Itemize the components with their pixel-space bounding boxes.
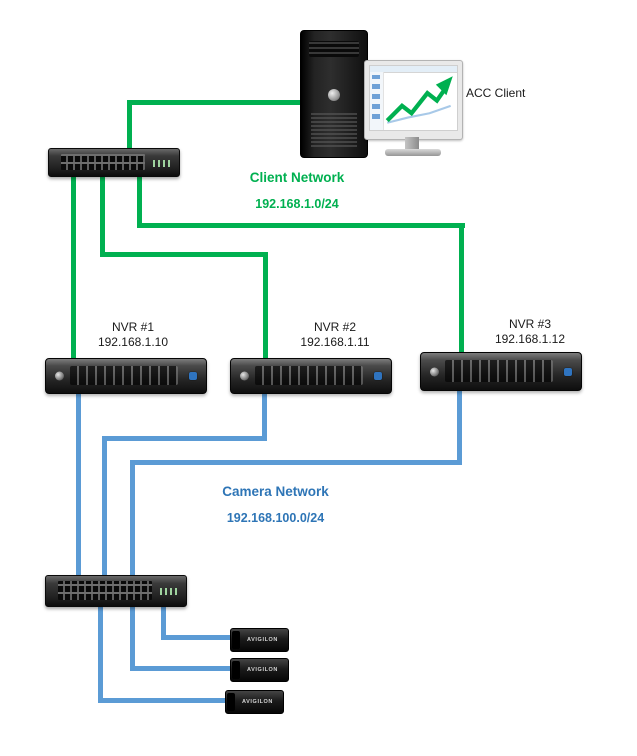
acc-client-label: ACC Client xyxy=(466,86,526,100)
trend-chart xyxy=(385,76,453,124)
nvr3-server xyxy=(420,352,582,391)
connection-switch-to-pc-vertical xyxy=(127,100,132,153)
arrowhead xyxy=(435,76,453,96)
server-vents xyxy=(255,366,363,385)
nvr1-server xyxy=(45,358,207,394)
nvr2-ip: 192.168.1.11 xyxy=(300,335,370,349)
connection-nvr3-to-camswitch-v2 xyxy=(130,460,135,580)
connection-nvr2-to-camswitch-h xyxy=(102,436,267,441)
nvr1-label: NVR #1 192.168.1.10 xyxy=(68,320,198,350)
switch-leds xyxy=(160,588,178,595)
camera-lens-cap xyxy=(232,631,240,649)
camera-lens-cap xyxy=(227,693,235,711)
camera-brand-label: AVIGILON xyxy=(247,667,278,673)
connection-camswitch-to-camera2-v xyxy=(130,598,135,671)
connection-nvr2-to-camswitch-v1 xyxy=(262,388,267,441)
switch-ports xyxy=(61,154,145,170)
camera-3: AVIGILON xyxy=(225,690,284,714)
nvr1-ip: 192.168.1.10 xyxy=(97,335,169,349)
monitor-screen xyxy=(369,65,458,131)
sidebar-icons xyxy=(372,75,380,119)
tower-logo-badge xyxy=(328,89,340,101)
connection-switch-to-pc-horizontal xyxy=(127,100,305,105)
monitor-stand-base xyxy=(385,149,441,156)
power-button xyxy=(430,367,439,376)
app-titlebar xyxy=(370,66,457,73)
nvr3-label: NVR #3 192.168.1.12 xyxy=(465,317,595,347)
connection-switch-to-nvr1 xyxy=(71,170,76,362)
connection-camswitch-to-camera3-v xyxy=(98,598,103,703)
connection-nvr3-to-camswitch-v1 xyxy=(457,385,462,465)
trend-line xyxy=(385,88,447,123)
power-button xyxy=(240,371,249,381)
client-network-title: Client Network xyxy=(249,170,345,185)
camera-2: AVIGILON xyxy=(230,658,289,682)
connection-switch-to-nvr3-h xyxy=(137,223,465,228)
connection-switch-to-nvr3-v2 xyxy=(459,223,464,356)
app-sidebar xyxy=(370,72,384,130)
client-network-subnet: 192.168.1.0/24 xyxy=(255,197,339,211)
nvr3-ip: 192.168.1.12 xyxy=(494,332,566,346)
connection-switch-to-nvr3-v1 xyxy=(137,170,142,228)
camera-1: AVIGILON xyxy=(230,628,289,652)
connection-camswitch-to-camera1-h xyxy=(161,635,233,640)
connection-camswitch-to-camera2-h xyxy=(130,666,233,671)
monitor-stand-neck xyxy=(405,137,419,150)
camera-network-switch xyxy=(45,575,187,607)
nvr1-name: NVR #1 xyxy=(111,320,155,334)
acc-client-monitor xyxy=(364,60,463,140)
connection-nvr3-to-camswitch-h xyxy=(130,460,462,465)
nvr3-name: NVR #3 xyxy=(508,317,552,331)
vendor-badge xyxy=(189,372,197,380)
nvr2-name: NVR #2 xyxy=(313,320,357,334)
tower-vent-grille xyxy=(311,113,357,147)
camera-network-subnet: 192.168.100.0/24 xyxy=(226,511,325,525)
connection-switch-to-nvr2-v2 xyxy=(263,252,268,362)
connection-switch-to-nvr2-v1 xyxy=(100,170,105,257)
connection-camswitch-to-camera1-v xyxy=(161,598,166,640)
switch-leds xyxy=(153,159,171,167)
server-vents xyxy=(445,360,553,382)
nvr2-server xyxy=(230,358,392,394)
client-network-switch xyxy=(48,148,180,177)
connection-switch-to-nvr2-h xyxy=(100,252,268,257)
server-vents xyxy=(70,366,178,385)
switch-ports xyxy=(58,581,152,600)
secondary-trend-line xyxy=(386,104,451,124)
tower-drive-bay xyxy=(309,41,359,57)
camera-brand-label: AVIGILON xyxy=(247,637,278,643)
camera-network-title: Camera Network xyxy=(222,484,329,499)
vendor-badge xyxy=(374,372,382,380)
camera-lens-cap xyxy=(232,661,240,679)
power-button xyxy=(55,371,64,381)
connection-nvr2-to-camswitch-v2 xyxy=(102,436,107,580)
camera-brand-label: AVIGILON xyxy=(242,699,273,705)
acc-client-tower-pc xyxy=(300,30,368,158)
vendor-badge xyxy=(564,367,572,376)
nvr2-label: NVR #2 192.168.1.11 xyxy=(270,320,400,350)
connection-nvr1-to-camswitch xyxy=(76,388,81,580)
connection-camswitch-to-camera3-h xyxy=(98,698,228,703)
